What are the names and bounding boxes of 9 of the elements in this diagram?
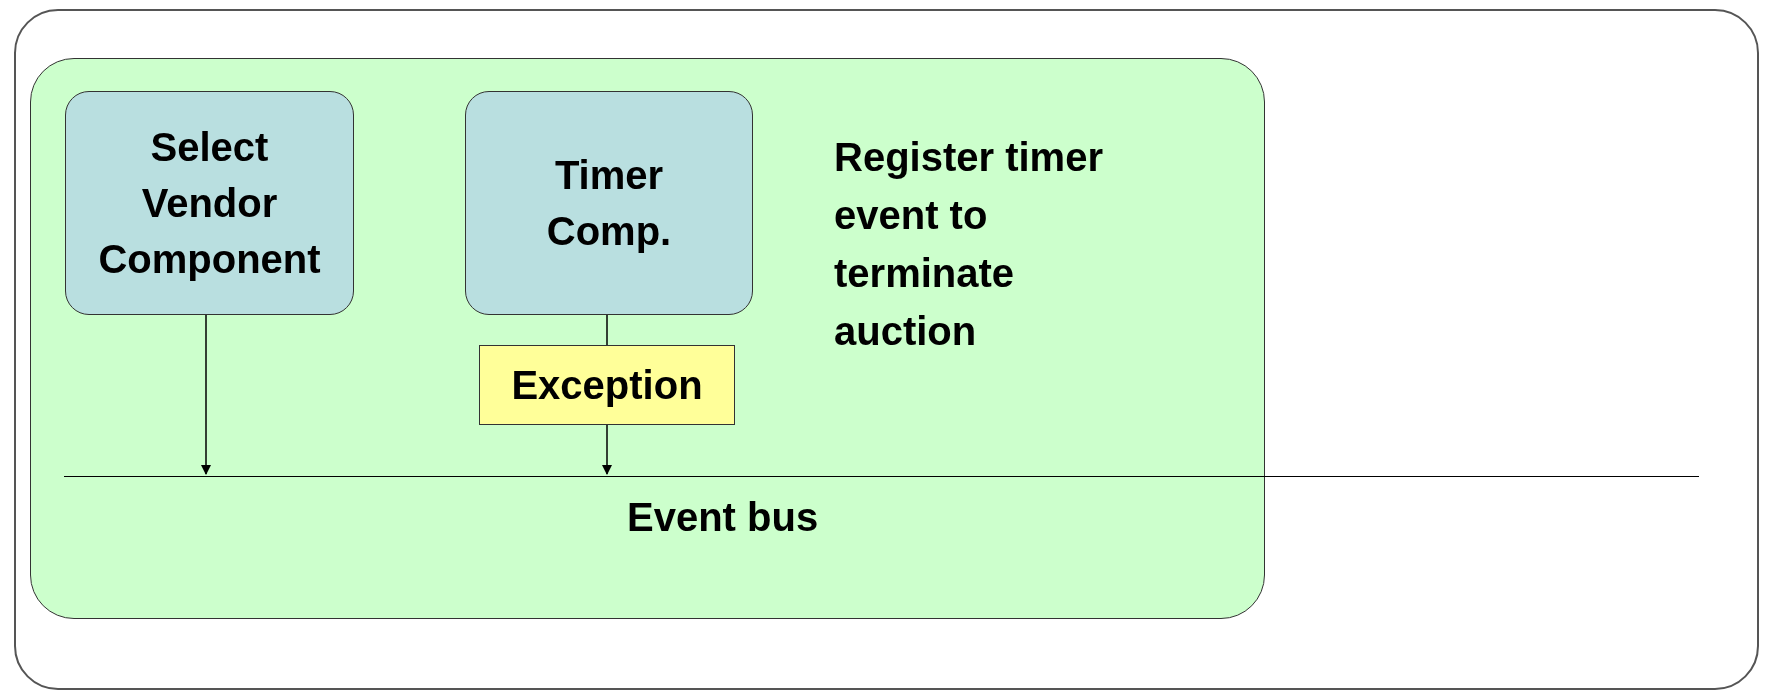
edge-label: Exception bbox=[479, 345, 735, 425]
node-label: Select Vendor Component bbox=[97, 124, 322, 283]
group-panel bbox=[30, 58, 1265, 619]
bus-label: Event bus bbox=[627, 494, 819, 541]
component-box bbox=[65, 91, 354, 315]
node-label: Timer Comp. bbox=[545, 152, 673, 255]
note-text: Register timer event to terminate auction bbox=[834, 134, 1104, 355]
component-box bbox=[465, 91, 753, 315]
outer-panel bbox=[14, 9, 1759, 690]
